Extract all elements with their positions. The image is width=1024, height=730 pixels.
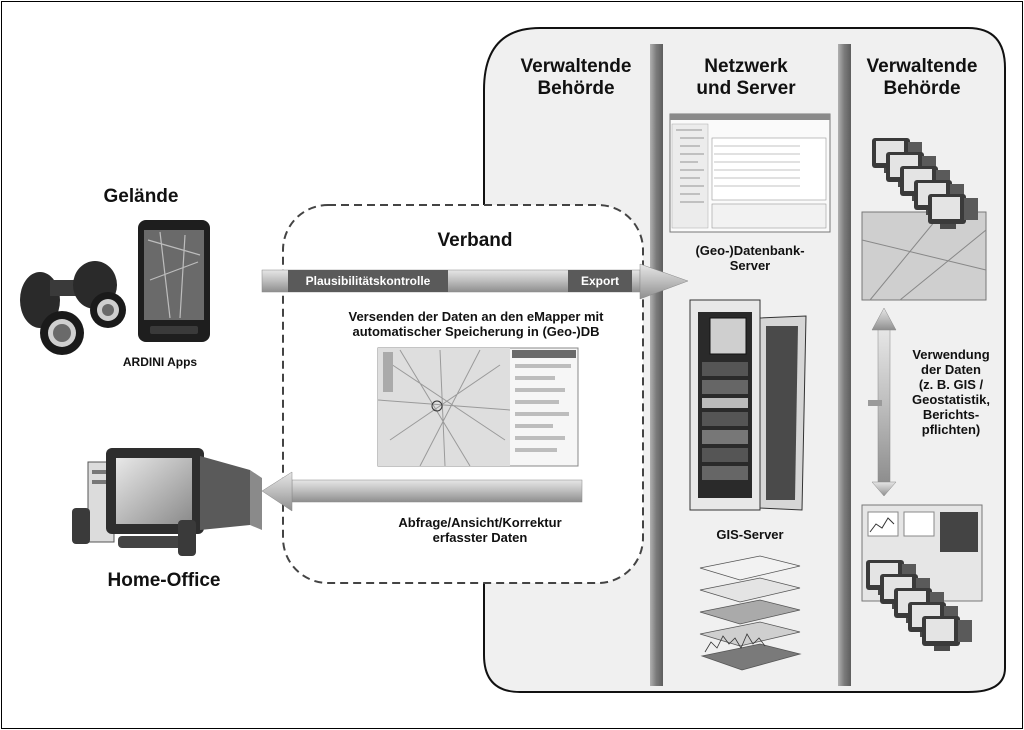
zone-verwaltende-behoerde-1: Verwaltende Behörde (502, 56, 650, 100)
verwendung-line-1: Verwendung (912, 347, 990, 362)
zone-home-office: Home-Office (107, 570, 221, 591)
zone-verband: Verband (437, 230, 513, 251)
verwendung-line-5: Berichts- (922, 406, 980, 422)
ardini-apps-label: ARDINI Apps (122, 355, 198, 369)
emapper-screenshot (377, 347, 579, 467)
vb1-line-2: Behörde (537, 77, 615, 99)
abfrage-line-1: Abfrage/Ansicht/Korrektur (398, 515, 562, 530)
plausibilitaet-label: Plausibilitätskontrolle (305, 274, 431, 288)
verwendung-text: Verwendung der Daten (z. B. GIS / Geosta… (896, 347, 1006, 438)
verwendung-line-3: (z. B. GIS / (918, 376, 984, 392)
query-arrow (261, 471, 583, 512)
gis-layers-icon (699, 555, 802, 671)
admin-monitors-bottom-icon (861, 504, 983, 651)
home-office-computer-icon (72, 448, 262, 556)
versenden-text: Versenden der Daten an den eMapper mit a… (326, 309, 626, 340)
verwendung-line-2: der Daten (921, 361, 981, 377)
vb2-line-1: Verwaltende (866, 56, 978, 77)
zone-netzwerk-server: Netzwerk und Server (676, 56, 816, 100)
verwendung-line-6: pflichten) (921, 421, 981, 437)
divider-left (650, 44, 663, 686)
verwendung-line-4: Geostatistik, (911, 391, 991, 407)
abfrage-line-2: erfasster Daten (432, 529, 528, 545)
db-server-line-2: Server (729, 257, 771, 273)
ns-line-1: Netzwerk (704, 56, 788, 77)
export-label: Export (580, 274, 619, 288)
binoculars-icon (20, 261, 126, 355)
db-server-line-1: (Geo-)Datenbank- (695, 243, 805, 258)
zone-gelaende: Gelände (103, 186, 179, 207)
vb1-line-1: Verwaltende (520, 56, 632, 77)
versenden-line-1: Versenden der Daten an den eMapper mit (348, 309, 604, 324)
export-arrow (261, 263, 689, 300)
abfrage-text: Abfrage/Ansicht/Korrektur erfasster Date… (380, 515, 580, 546)
admin-monitors-top-icon (861, 138, 987, 301)
versenden-line-2: automatischer Speicherung in (Geo-)DB (352, 323, 600, 339)
db-server-screenshot (669, 113, 831, 233)
gis-server-label: GIS-Server (716, 527, 784, 542)
ns-line-2: und Server (696, 77, 796, 99)
divider-right (838, 44, 851, 686)
db-server-label: (Geo-)Datenbank- Server (680, 243, 820, 274)
vb2-line-2: Behörde (883, 77, 961, 99)
smartphone-icon (138, 220, 210, 342)
usage-arrow (868, 307, 897, 497)
zone-verwaltende-behoerde-2: Verwaltende Behörde (852, 56, 992, 100)
server-rack-icon (689, 299, 807, 511)
